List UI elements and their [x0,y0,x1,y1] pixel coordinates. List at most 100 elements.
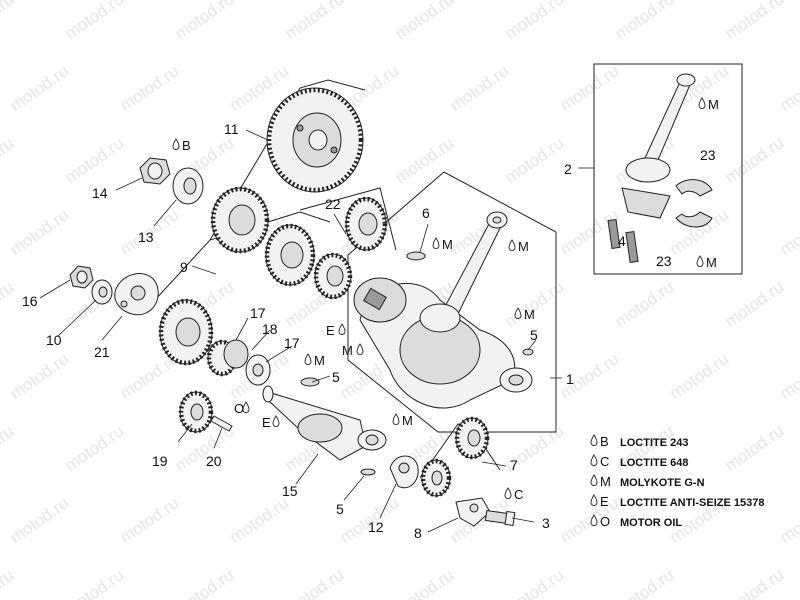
part-number-14: 14 [92,185,108,201]
legend-label: MOTOR OIL [620,517,682,529]
watermark-text: motod.ru [6,205,72,259]
svg-text:B: B [182,138,191,153]
svg-text:O: O [234,401,244,416]
watermark-text: motod.ru [501,133,567,187]
watermark-text: motod.ru [721,565,787,600]
legend-code: O [600,514,610,529]
watermark-text: motod.ru [776,205,800,259]
connecting-rod-2 [621,73,696,219]
gear-22 [313,196,388,300]
bolts-4 [607,219,639,263]
gear-7 [420,416,490,498]
part-number-5-crank: 5 [530,327,538,343]
callout-m-kit-rod: M [698,97,719,112]
legend-code: C [600,454,609,469]
watermark-text: motod.ru [501,565,567,600]
connecting-rod-6 [419,211,508,333]
watermark-text: motod.ru [556,493,622,547]
part-number-5-shaft: 5 [332,369,340,385]
watermark-text: motod.ru [666,349,732,403]
callout-m-shaft: M [304,353,325,368]
part-number-11: 11 [224,121,239,137]
callout-m-rod6-right: M [508,239,529,254]
legend-code: M [600,474,611,489]
watermark-text: motod.ru [61,133,127,187]
crankshaft-1 [353,277,533,409]
nut-14 [139,157,171,185]
watermark-text: motod.ru [611,0,677,43]
part-number-4-kit: 4 [618,233,626,249]
svg-text:C: C [514,487,523,502]
part-number-8: 8 [414,525,422,541]
watermark-text: motod.ru [611,277,677,331]
part-number-6: 6 [422,205,430,221]
bearing-shells-23 [675,179,713,228]
watermark-text: motod.ru [721,133,787,187]
callout-m-crank-left: M [342,343,364,358]
watermark-text: motod.ru [0,277,17,331]
watermark-text: motod.ru [721,0,787,43]
watermark-text: motod.ru [116,61,182,115]
part-number-20: 20 [206,453,222,469]
key-5-lower [360,468,376,476]
callout-m-crank: M [514,307,535,322]
watermark-text: motod.ru [116,493,182,547]
watermark-text: motod.ru [0,565,17,600]
watermark-text: motod.ru [61,0,127,43]
watermark-text: motod.ru [721,421,787,475]
connecting-rod-kit-box [593,63,743,275]
legend-label: LOCTITE 243 [620,437,688,449]
part-number-7: 7 [510,457,518,473]
watermark-text: motod.ru [281,0,347,43]
svg-text:M: M [708,97,719,112]
part-number-17-upper: 17 [250,305,266,321]
svg-text:M: M [402,413,413,428]
legend-label: MOLYKOTE G-N [620,477,705,489]
key-5 [300,377,320,387]
gear-9 [158,186,316,366]
part-number-10: 10 [46,332,62,348]
watermark-text: motod.ru [776,493,800,547]
legend-label: LOCTITE 648 [620,457,688,469]
gear-17-18 [206,339,271,386]
legend-row: C LOCTITE 648 [590,454,688,469]
watermark-text: motod.ru [776,349,800,403]
part-number-22: 22 [325,196,341,212]
gear-19 [178,390,214,434]
callout-c: C [504,487,523,502]
part-number-21: 21 [94,344,110,360]
callout-b: B [172,138,191,153]
svg-text:E: E [326,323,335,338]
key-5-crank [522,348,534,356]
part-number-9: 9 [180,259,188,275]
watermark-text: motod.ru [556,61,622,115]
watermark-text: motod.ru [61,565,127,600]
legend-code: E [600,494,609,509]
svg-text:M: M [524,307,535,322]
part-number-15: 15 [282,483,298,499]
part-number-5-lower: 5 [336,501,344,517]
part-number-17-lower: 17 [284,335,300,351]
part-number-19: 19 [152,453,168,469]
watermark-text: motod.ru [446,61,512,115]
nut-16 [69,265,94,289]
watermark-text: motod.ru [171,565,237,600]
part-number-18: 18 [262,321,278,337]
leader-lines [39,129,594,533]
part-number-13: 13 [138,229,154,245]
balance-shaft-15 [262,385,387,461]
callout-e-crank: E [326,323,346,338]
plate-21 [114,273,159,316]
callout-e-shaft: E [262,415,280,430]
watermark-text: motod.ru [0,0,17,43]
watermark-text: motod.ru [0,421,17,475]
watermark-text: motod.ru [61,421,127,475]
callout-o: O [234,401,250,416]
washer-10 [91,279,113,305]
watermark-text: motod.ru [391,0,457,43]
watermark-text: motod.ru [391,133,457,187]
watermark-text: motod.ru [171,0,237,43]
part-number-12: 12 [368,519,384,535]
